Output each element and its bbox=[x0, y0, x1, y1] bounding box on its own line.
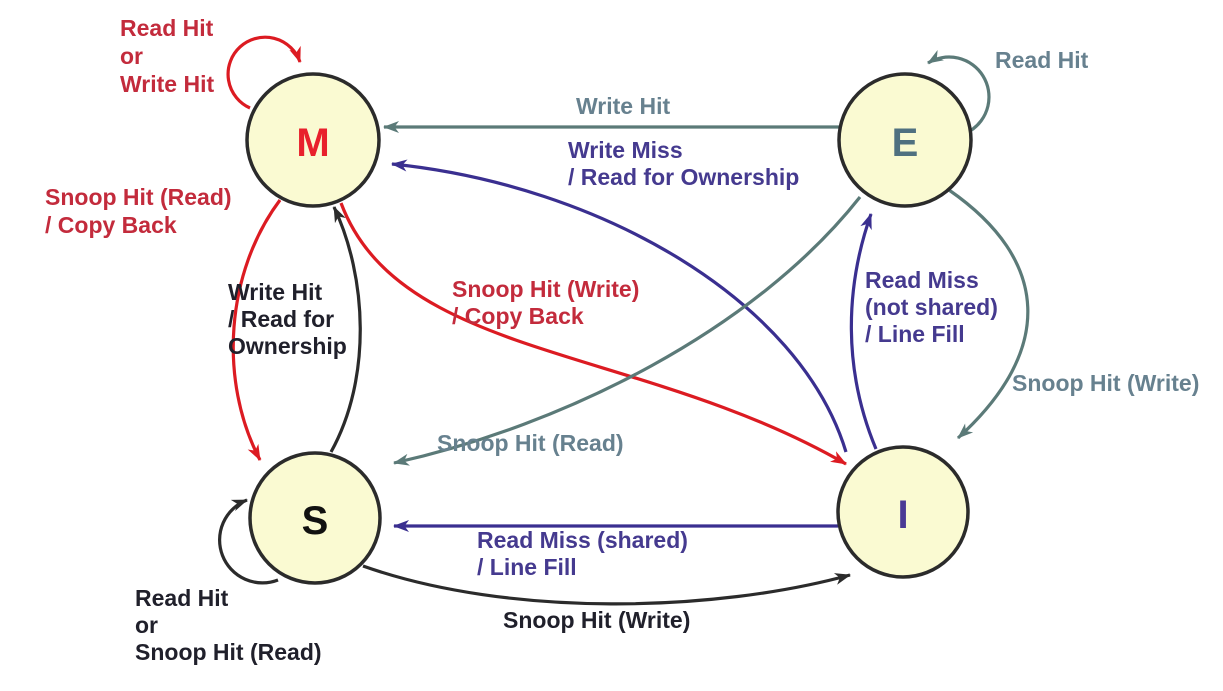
arrow-m-self-loop bbox=[226, 35, 302, 110]
state-s-circle bbox=[248, 451, 382, 585]
arrow-i-to-e bbox=[849, 213, 878, 450]
label-s-to-m-line2: / Read for bbox=[228, 306, 334, 332]
label-e-to-m: Write Hit bbox=[576, 93, 670, 119]
state-e-circle bbox=[837, 72, 973, 208]
label-e-to-s: Snoop Hit (Read) bbox=[437, 430, 624, 456]
arrow-e-self-loop bbox=[927, 50, 991, 133]
state-s-label: S bbox=[302, 499, 329, 543]
label-m-to-s-line2: / Copy Back bbox=[45, 212, 177, 238]
label-m-to-i-line1: Snoop Hit (Write) bbox=[452, 276, 639, 302]
label-s-self-line2: or bbox=[135, 612, 158, 638]
label-m-to-s-line1: Snoop Hit (Read) bbox=[45, 184, 232, 210]
state-e-label: E bbox=[892, 121, 919, 165]
label-s-to-m-line1: Write Hit bbox=[228, 279, 322, 305]
label-i-to-s-line2: / Line Fill bbox=[477, 554, 577, 580]
label-e-self: Read Hit bbox=[995, 47, 1089, 73]
state-m-label: M bbox=[296, 121, 329, 165]
label-m-self-line2: or bbox=[120, 43, 143, 69]
label-s-to-m-line3: Ownership bbox=[228, 333, 347, 359]
label-s-to-i: Snoop Hit (Write) bbox=[503, 607, 690, 633]
label-s-self-line1: Read Hit bbox=[135, 585, 229, 611]
label-i-to-e-line1: Read Miss bbox=[865, 267, 979, 293]
label-i-to-s-line1: Read Miss (shared) bbox=[477, 527, 688, 553]
state-m-circle bbox=[245, 72, 381, 208]
arrow-m-to-i bbox=[339, 202, 847, 466]
arrow-i-to-m bbox=[391, 159, 848, 453]
state-i-circle bbox=[836, 445, 970, 579]
label-e-to-i: Snoop Hit (Write) bbox=[1012, 370, 1199, 396]
label-i-to-m-line2: / Read for Ownership bbox=[568, 164, 799, 190]
label-s-self-line3: Snoop Hit (Read) bbox=[135, 639, 322, 665]
arrow-s-self-loop bbox=[218, 498, 279, 585]
state-i-label: I bbox=[897, 493, 908, 537]
label-m-to-i-line2: / Copy Back bbox=[452, 303, 584, 329]
arrow-e-to-s bbox=[393, 196, 862, 466]
label-i-to-e-line2: (not shared) bbox=[865, 294, 998, 320]
arrow-e-to-i bbox=[948, 188, 1030, 440]
label-m-self-line3: Write Hit bbox=[120, 71, 214, 97]
arrow-m-to-s bbox=[231, 199, 282, 461]
arrow-s-to-m bbox=[329, 206, 362, 453]
label-i-to-m-line1: Write Miss bbox=[568, 137, 683, 163]
arrow-s-to-i bbox=[362, 564, 851, 606]
label-m-self-line1: Read Hit bbox=[120, 15, 214, 41]
label-i-to-e-line3: / Line Fill bbox=[865, 321, 965, 347]
